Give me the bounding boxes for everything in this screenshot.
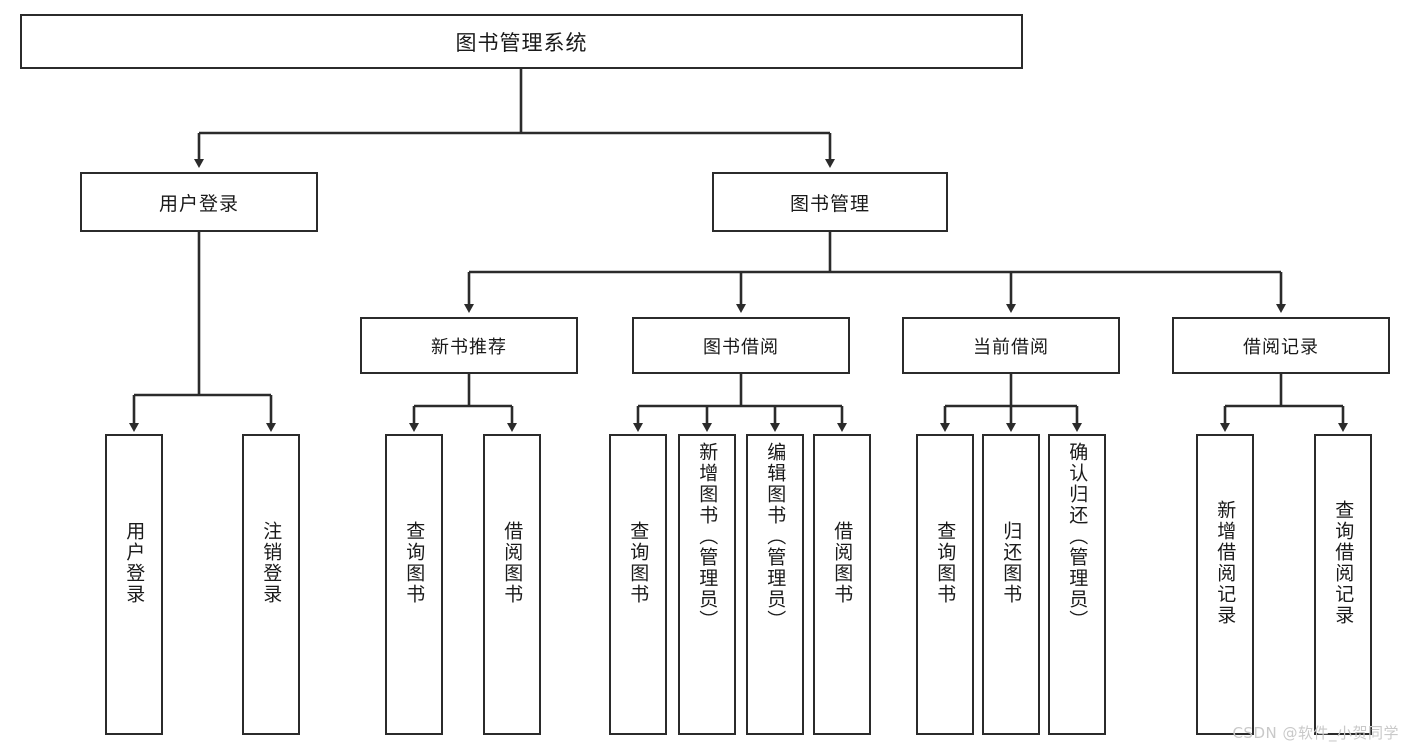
- leaf-borrow-book-1-label: 借阅图书: [501, 520, 524, 605]
- node-user-login[interactable]: 用户登录: [80, 172, 318, 232]
- leaf-user-login[interactable]: 用户登录: [105, 434, 163, 735]
- node-book-borrow-label: 图书借阅: [703, 336, 779, 358]
- leaf-add-book[interactable]: 新增图书（管理员）: [678, 434, 736, 735]
- node-current-borrow-label: 当前借阅: [973, 336, 1049, 358]
- node-new-book-rec[interactable]: 新书推荐: [360, 317, 578, 374]
- node-root-label: 图书管理系统: [455, 30, 588, 55]
- csdn-watermark: CSDN @软件_小贺同学: [1232, 724, 1399, 742]
- leaf-confirm-return-label: 确认归还（管理员）: [1066, 442, 1089, 631]
- leaf-add-record[interactable]: 新增借阅记录: [1196, 434, 1254, 735]
- leaf-confirm-return[interactable]: 确认归还（管理员）: [1048, 434, 1106, 735]
- leaf-logout-label: 注销登录: [260, 520, 283, 605]
- leaf-return-book[interactable]: 归还图书: [982, 434, 1040, 735]
- leaf-query-record[interactable]: 查询借阅记录: [1314, 434, 1372, 735]
- leaf-query-record-label: 查询借阅记录: [1332, 499, 1355, 626]
- leaf-query-book-1-label: 查询图书: [403, 520, 426, 605]
- leaf-query-book-1[interactable]: 查询图书: [385, 434, 443, 735]
- node-book-manage-label: 图书管理: [789, 192, 870, 215]
- leaf-user-login-label: 用户登录: [123, 520, 146, 605]
- leaf-query-book-2[interactable]: 查询图书: [609, 434, 667, 735]
- leaf-add-book-label: 新增图书（管理员）: [696, 442, 719, 631]
- leaf-borrow-book-2[interactable]: 借阅图书: [813, 434, 871, 735]
- node-new-book-rec-label: 新书推荐: [431, 336, 507, 358]
- node-book-manage[interactable]: 图书管理: [712, 172, 948, 232]
- node-borrow-record-label: 借阅记录: [1243, 336, 1319, 358]
- node-user-login-label: 用户登录: [158, 192, 239, 215]
- leaf-edit-book-label: 编辑图书（管理员）: [764, 442, 787, 631]
- node-borrow-record[interactable]: 借阅记录: [1172, 317, 1390, 374]
- leaf-logout[interactable]: 注销登录: [242, 434, 300, 735]
- leaf-query-book-3-label: 查询图书: [934, 520, 957, 605]
- leaf-borrow-book-1[interactable]: 借阅图书: [483, 434, 541, 735]
- node-root[interactable]: 图书管理系统: [20, 14, 1023, 69]
- leaf-edit-book[interactable]: 编辑图书（管理员）: [746, 434, 804, 735]
- leaf-add-record-label: 新增借阅记录: [1214, 499, 1237, 626]
- leaf-query-book-3[interactable]: 查询图书: [916, 434, 974, 735]
- leaf-return-book-label: 归还图书: [1000, 520, 1023, 605]
- node-current-borrow[interactable]: 当前借阅: [902, 317, 1120, 374]
- node-book-borrow[interactable]: 图书借阅: [632, 317, 850, 374]
- leaf-borrow-book-2-label: 借阅图书: [831, 520, 854, 605]
- leaf-query-book-2-label: 查询图书: [627, 520, 650, 605]
